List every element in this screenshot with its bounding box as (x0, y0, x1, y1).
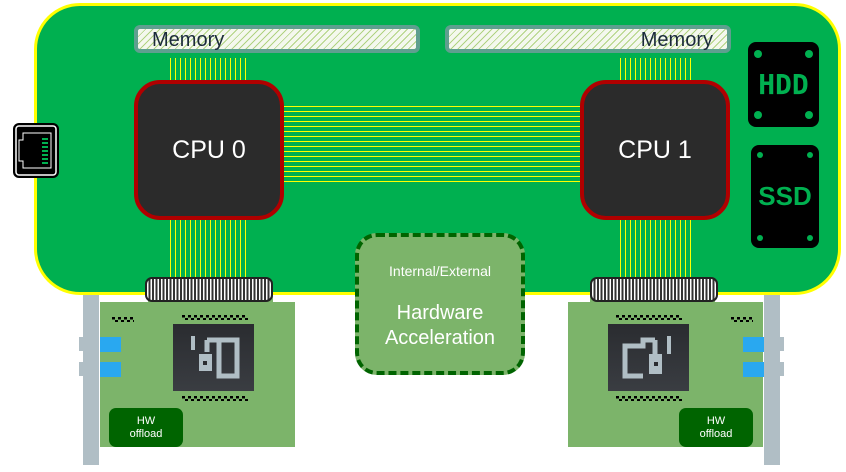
bracket-tab (774, 337, 784, 351)
cpu-interconnect (284, 106, 582, 182)
screw-hole (805, 50, 813, 58)
screw-hole (805, 111, 813, 119)
card-bracket (764, 290, 780, 465)
ethernet-port (13, 123, 59, 178)
component-pins (616, 396, 682, 401)
hdd-icon: HDD (748, 42, 819, 127)
screw-hole (754, 50, 762, 58)
component-pins (616, 315, 682, 320)
component-pins (182, 315, 248, 320)
pcie-slot-1 (590, 277, 718, 302)
ethernet-port-icon (15, 125, 57, 176)
bracket-tab (774, 362, 784, 376)
accel-subtitle: Internal/External (389, 263, 491, 279)
screw-hole (754, 111, 762, 119)
screw-hole (807, 152, 813, 158)
screw-hole (757, 235, 763, 241)
cpu-label: CPU 0 (172, 135, 246, 164)
screw-hole (757, 152, 763, 158)
network-port (100, 362, 121, 377)
memory-label: Memory (640, 29, 713, 51)
component-pins (112, 317, 134, 322)
cpu-label: CPU 1 (618, 135, 692, 164)
hw-offload-badge: HW offload (109, 408, 183, 447)
memory-label: Memory (152, 29, 225, 51)
pcie-slot-0 (145, 277, 273, 302)
accel-title-line2: Acceleration (384, 327, 496, 349)
hw-offload-label-1: HW (706, 414, 726, 427)
fpga-chip-icon (191, 336, 240, 379)
cpu-0: CPU 0 (134, 80, 284, 220)
pcie-bus-1 (620, 220, 694, 278)
cpu-1: CPU 1 (580, 80, 730, 220)
hw-offload-label-2: offload (129, 427, 163, 440)
hw-offload-badge: HW offload (679, 408, 753, 447)
memory-bus-0 (170, 58, 248, 82)
bracket-tab (79, 337, 89, 351)
ssd-label: SSD (758, 181, 812, 211)
hw-offload-label-1: HW (136, 414, 156, 427)
fpga-chip (173, 324, 254, 391)
pcie-card-left: HW offload (79, 290, 297, 466)
screw-hole (807, 235, 813, 241)
bracket-tab (79, 362, 89, 376)
accel-title: Hardware Acceleration (359, 301, 521, 351)
accel-title-line1: Hardware (396, 302, 484, 324)
hardware-acceleration-box: Internal/External Hardware Acceleration (355, 233, 525, 375)
memory-slot-0: Memory (134, 25, 420, 53)
pcie-card-right: HW offload (566, 290, 784, 466)
fpga-chip-icon (622, 336, 671, 379)
pcie-bus-0 (170, 220, 248, 278)
fpga-chip (608, 324, 689, 391)
network-port (100, 337, 121, 352)
hw-offload-label-2: offload (699, 427, 733, 440)
network-port (743, 362, 764, 377)
component-pins (731, 317, 753, 322)
memory-bus-1 (620, 58, 694, 82)
memory-slot-1: Memory (445, 25, 731, 53)
network-port (743, 337, 764, 352)
card-bracket (83, 290, 99, 465)
hdd-label: HDD (758, 68, 809, 101)
ssd-icon: SSD (751, 145, 819, 248)
component-pins (182, 396, 248, 401)
